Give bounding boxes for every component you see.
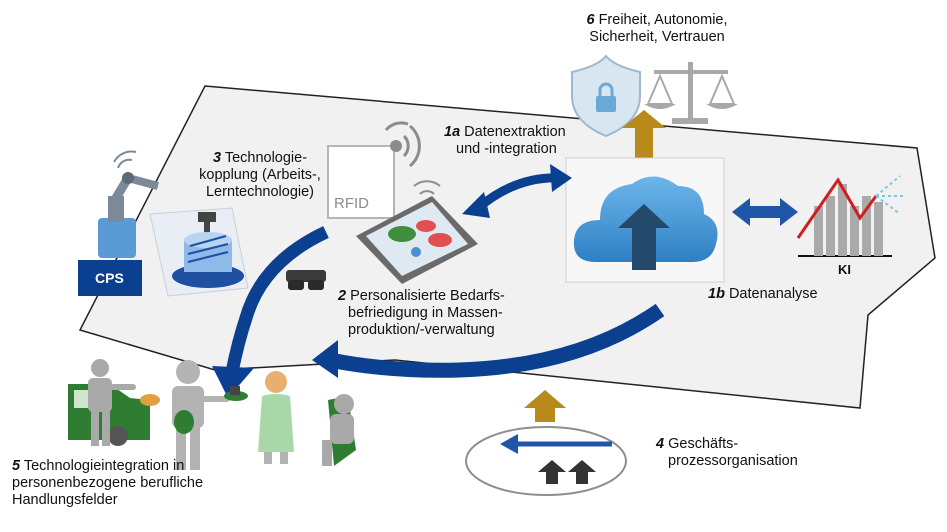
- label-1b-line1: Datenanalyse: [728, 286, 818, 302]
- label-4-line2: prozessorganisation: [668, 453, 798, 469]
- cps-label: CPS: [95, 270, 124, 286]
- person-worker-icon: [88, 359, 136, 446]
- 3d-printer-icon: [149, 207, 249, 297]
- curved-arrow-2: [328, 303, 665, 378]
- scales-icon: [644, 62, 738, 124]
- label-2-line1: Personalisierte Bedarfs-: [350, 288, 505, 304]
- person-wheelchair-icon: [322, 394, 356, 466]
- person-nurse-icon: [258, 371, 294, 464]
- vr-glasses-icon: [286, 270, 326, 290]
- robot-arm-icon: [98, 150, 160, 258]
- label-1a: 1a Datenextraktion und -integration: [444, 124, 594, 158]
- ki-chart-icon: KI: [796, 175, 904, 277]
- person-waiter-icon: [140, 360, 248, 470]
- tablet-icon: [356, 180, 478, 284]
- label-5-number: 5: [12, 458, 21, 474]
- process-ellipse: [465, 426, 627, 496]
- label-3-number: 3: [212, 150, 222, 166]
- label-2-line3: produktion/-verwaltung: [348, 322, 495, 338]
- label-1a-number: 1a: [444, 124, 461, 140]
- label-4-number: 4: [656, 436, 665, 452]
- label-6-number: 6: [586, 12, 595, 28]
- ki-label: KI: [838, 262, 851, 277]
- label-3: 3 Technologie- kopplung (Arbeits-, Lernt…: [190, 150, 330, 201]
- arrowhead-down-icon: [212, 366, 254, 398]
- rfid-tag-icon: RFID: [327, 121, 421, 219]
- label-5-line1: Technologieintegration in: [23, 458, 185, 474]
- label-3-line1: Technologie-: [224, 150, 308, 166]
- arrowhead-left-icon: [462, 192, 490, 218]
- label-1a-line2: und -integration: [456, 141, 557, 157]
- arrowhead-right-icon: [550, 164, 572, 192]
- cloud-upload-icon: [573, 176, 718, 270]
- double-arrow-icon: [732, 198, 798, 226]
- label-1b: 1b Datenanalyse: [708, 286, 848, 303]
- label-3-line3: Lerntechnologie): [205, 184, 315, 200]
- label-5-line3: Handlungsfelder: [12, 492, 118, 508]
- rfid-label: RFID: [334, 195, 369, 212]
- label-2-line2: befriedigung in Massen-: [348, 305, 503, 321]
- label-4-line1: Geschäfts-: [668, 436, 739, 452]
- label-2: 2 Personalisierte Bedarfs- befriedigung …: [338, 288, 538, 339]
- label-6-line2: Sicherheit, Vertrauen: [589, 29, 725, 45]
- shield-icon: [571, 54, 641, 138]
- label-3-line2: kopplung (Arbeits-,: [199, 167, 321, 183]
- label-5-line2: personenbezogene berufliche: [12, 475, 204, 491]
- label-2-number: 2: [338, 288, 347, 304]
- label-4: 4 Geschäfts- prozessorganisation: [656, 436, 816, 470]
- gold-arrow-up-4-icon: [524, 390, 566, 422]
- label-1a-line1: Datenextraktion: [464, 124, 566, 140]
- label-6: 6 Freiheit, Autonomie, Sicherheit, Vertr…: [572, 12, 742, 46]
- cps-box: [78, 260, 142, 296]
- label-5: 5 Technologieintegration in personenbezo…: [12, 458, 242, 509]
- curved-arrow-3: [225, 226, 329, 374]
- gold-arrow-up-icon: [622, 110, 666, 160]
- label-1b-number: 1b: [708, 286, 725, 302]
- label-6-line1: Freiheit, Autonomie,: [598, 12, 728, 28]
- process-arrows-icon: [500, 434, 612, 484]
- arrowhead-left-2-icon: [312, 340, 338, 378]
